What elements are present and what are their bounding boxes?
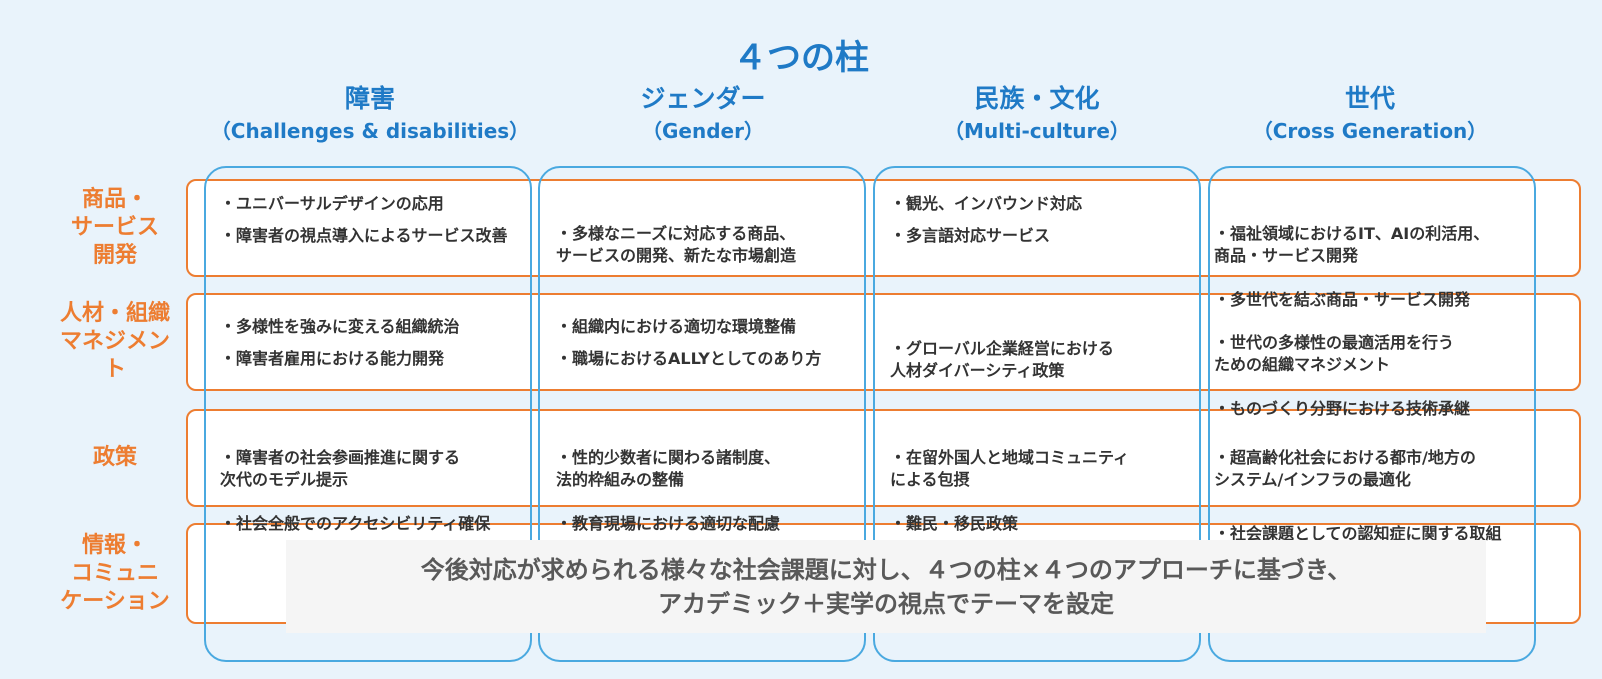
pillar-frame-disabilities: [204, 166, 532, 662]
cell-products-multiculture: 観光、インバウンド対応 多言語対応サービス: [890, 193, 1208, 257]
list-item: 多様なニーズに対応する商品、 サービスの開発、新たな市場創造: [556, 223, 874, 267]
cell-policy-disabilities: 障害者の社会参画推進に関する 次代のモデル提示 社会全般でのアクセシビリティ確保: [220, 425, 538, 557]
cell-policy-generation: 超高齢化社会における都市/地方の システム/インフラの最適化 社会課題としての認…: [1214, 425, 1532, 577]
list-item: ものづくり分野における技術承継: [1214, 398, 1532, 420]
pillar-jp: 世代: [1344, 84, 1395, 113]
list-item: 福祉領域におけるIT、AIの利活用、 商品・サービス開発: [1214, 223, 1532, 267]
pillar-jp: ジェンダー: [640, 84, 766, 113]
list-item: 障害者の視点導入によるサービス改善: [220, 225, 538, 247]
row-label-policy: 政策: [92, 445, 137, 470]
list-item: 多世代を結ぶ商品・サービス開発: [1214, 289, 1532, 311]
pillar-en: （Gender）: [642, 119, 764, 143]
cell-policy-multiculture: 在留外国人と地域コミュニティ による包摂 難民・移民政策: [890, 425, 1208, 557]
cell-products-generation: 福祉領域におけるIT、AIの利活用、 商品・サービス開発 多世代を結ぶ商品・サー…: [1214, 201, 1532, 333]
list-item: ユニバーサルデザインの応用: [220, 193, 538, 215]
list-item: 障害者の社会参画推進に関する 次代のモデル提示: [220, 447, 538, 491]
list-item: 超高齢化社会における都市/地方の システム/インフラの最適化: [1214, 447, 1532, 491]
information-banner: 今後対応が求められる様々な社会課題に対し、４つの柱×４つのアプローチに基づき、 …: [286, 540, 1486, 633]
pillar-frame-multiculture: [873, 166, 1201, 662]
list-item: 社会全般でのアクセシビリティ確保: [220, 513, 538, 535]
pillar-en: （Multi-culture）: [944, 119, 1130, 143]
list-item: 観光、インバウンド対応: [890, 193, 1208, 215]
row-label-hr: 人材・組織 マネジメント: [59, 301, 170, 382]
list-item: 難民・移民政策: [890, 513, 1208, 535]
banner-line-2: アカデミック＋実学の視点でテーマを設定: [658, 589, 1114, 618]
row-label-information: 情報・ コミュニ ケーション: [60, 533, 170, 614]
list-item: 多言語対応サービス: [890, 225, 1208, 247]
pillar-header-gender: ジェンダー （Gender）: [538, 82, 868, 146]
list-item: グローバル企業経営における 人材ダイバーシティ政策: [890, 338, 1208, 382]
pillar-header-generation: 世代 （Cross Generation）: [1205, 82, 1535, 146]
pillar-header-disabilities: 障害 （Challenges & disabilities）: [205, 82, 535, 146]
list-item: 組織内における適切な環境整備: [556, 316, 874, 338]
list-item: 在留外国人と地域コミュニティ による包摂: [890, 447, 1208, 491]
list-item: 障害者雇用における能力開発: [220, 348, 538, 370]
row-label-products: 商品・ サービス 開発: [70, 187, 159, 268]
list-item: 教育現場における適切な配慮: [556, 513, 874, 535]
pillar-en: （Challenges & disabilities）: [210, 119, 530, 143]
pillar-en: （Cross Generation）: [1252, 119, 1488, 143]
list-item: 職場におけるALLYとしてのあり方: [556, 348, 874, 370]
pillar-frame-generation: [1208, 166, 1536, 662]
pillar-frame-gender: [538, 166, 866, 662]
banner-line-1: 今後対応が求められる様々な社会課題に対し、４つの柱×４つのアプローチに基づき、: [420, 555, 1352, 584]
list-item: 社会課題としての認知症に関する取組: [1214, 523, 1532, 545]
pillar-jp: 民族・文化: [974, 84, 1100, 113]
cell-hr-multiculture: グローバル企業経営における 人材ダイバーシティ政策: [890, 316, 1208, 414]
diagram-title: ４つの柱: [733, 38, 869, 78]
list-item: 多様性を強みに変える組織統治: [220, 316, 538, 338]
cell-hr-gender: 組織内における適切な環境整備 職場におけるALLYとしてのあり方: [556, 316, 874, 380]
list-item: 性的少数者に関わる諸制度、 法的枠組みの整備: [556, 447, 874, 491]
list-item: 世代の多様性の最適活用を行う ための組織マネジメント: [1214, 332, 1532, 376]
cell-policy-gender: 性的少数者に関わる諸制度、 法的枠組みの整備 教育現場における適切な配慮: [556, 425, 874, 557]
pillar-jp: 障害: [344, 84, 395, 113]
cell-products-disabilities: ユニバーサルデザインの応用 障害者の視点導入によるサービス改善: [220, 193, 538, 257]
cell-hr-disabilities: 多様性を強みに変える組織統治 障害者雇用における能力開発: [220, 316, 538, 380]
cell-products-gender: 多様なニーズに対応する商品、 サービスの開発、新たな市場創造: [556, 201, 874, 299]
cell-hr-generation: 世代の多様性の最適活用を行う ための組織マネジメント ものづくり分野における技術…: [1214, 310, 1532, 442]
pillar-header-multiculture: 民族・文化 （Multi-culture）: [872, 82, 1202, 146]
